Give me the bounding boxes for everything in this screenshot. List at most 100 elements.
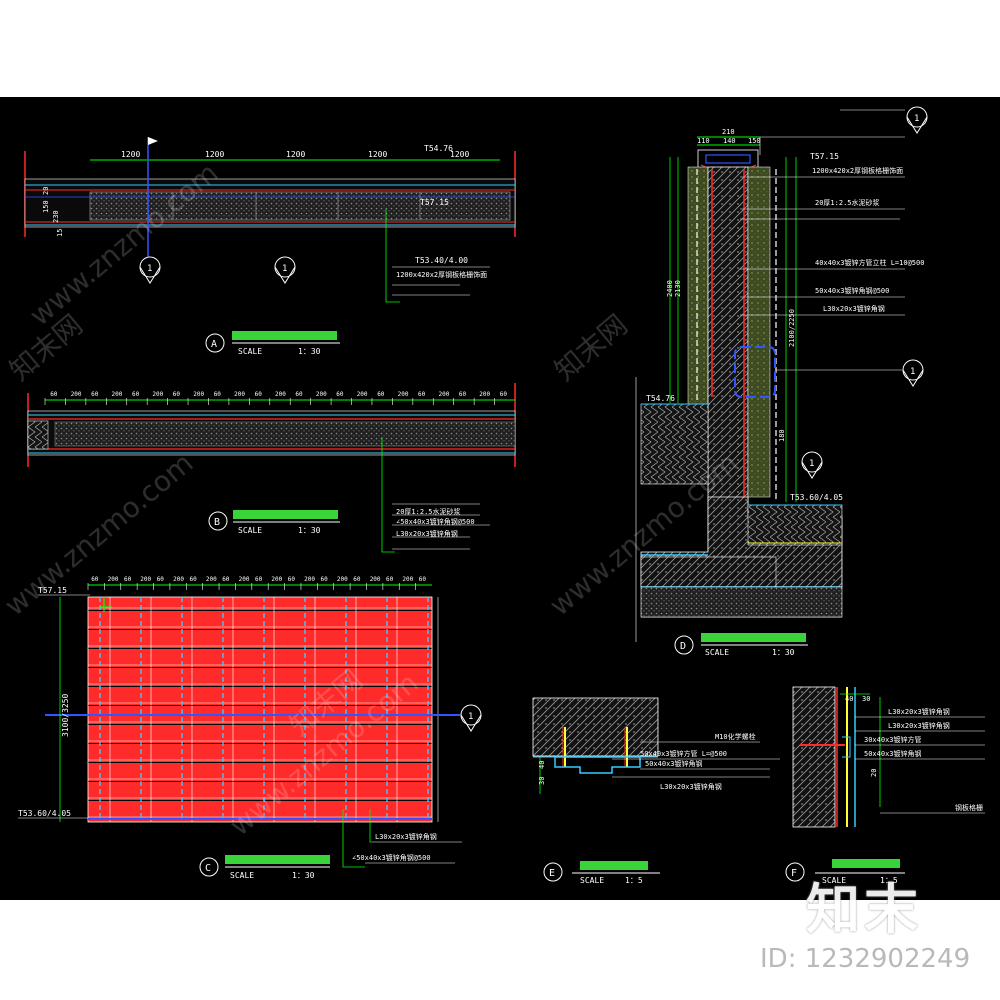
svg-text:www.znzmo.com: www.znzmo.com <box>0 446 199 622</box>
svg-text:1: 1 <box>147 264 152 274</box>
svg-text:B: B <box>214 517 220 528</box>
title-block-c: C SCALE 1：30 <box>199 855 330 880</box>
elevation-c-dim-11: 60 <box>255 576 263 583</box>
section-callout-icon: 1 <box>906 106 928 134</box>
svg-text:1: 1 <box>809 459 814 469</box>
svg-text:1: 1 <box>468 712 473 722</box>
elevation-c-height: 3100/3250 <box>61 693 70 737</box>
section-d-note-3: 40x40x3镀锌方管立柱 L=10@500 <box>815 258 924 267</box>
svg-text:C: C <box>205 863 211 874</box>
section-d-height-1: 2400 <box>666 280 674 297</box>
detail-e: 30 40 M10化学螺栓 50x40x3镀锌方管 L=@500 50x40x3… <box>532 697 780 885</box>
section-d-note-5: L30x20x3镀锌角钢 <box>823 304 885 313</box>
detail-e-note-2: 50x40x3镀锌方管 L=@500 <box>640 749 727 758</box>
elevation-c-dim-12: 200 <box>271 576 282 583</box>
svg-text:1：30: 1：30 <box>772 648 795 657</box>
cad-drawing: 1200 1200 1200 1200 1200 T54.76 20 150 2… <box>0 106 985 885</box>
section-b-dim-23: 60 <box>500 391 508 398</box>
detail-e-note-1: M10化学螺栓 <box>715 732 756 741</box>
detail-f-dim-1: 40 <box>845 695 853 703</box>
detail-f-dim-3: 20 <box>870 769 878 777</box>
section-d-top-dim-2: 110 <box>697 137 710 145</box>
svg-text:SCALE: SCALE <box>705 648 729 657</box>
section-b-dim-12: 200 <box>275 391 286 398</box>
detail-f-dim-2: 30 <box>862 695 870 703</box>
title-block-a: A SCALE 1：30 <box>205 331 340 356</box>
plan-a-side-dim-1: 20 <box>42 187 50 195</box>
elevation-c-dim-9: 60 <box>222 576 230 583</box>
section-d-elev-left: T54.76 <box>646 394 675 403</box>
svg-text:SCALE: SCALE <box>238 526 262 535</box>
section-d-top-dim-1: 210 <box>722 128 735 136</box>
section-d-note-1: 1200x420x2厚钢板格栅饰面 <box>812 166 903 175</box>
plan-a-elev-bottom: T53.40/4.00 <box>415 256 468 265</box>
section-callout-icon: 1 <box>902 359 924 387</box>
section-d-top-dim-4: 150 <box>748 137 761 145</box>
svg-text:知末网: 知末网 <box>548 308 634 387</box>
elevation-c-dim-4: 200 <box>140 576 151 583</box>
section-b-dim-5: 60 <box>132 391 140 398</box>
plan-a-dim-2: 1200 <box>205 150 224 159</box>
section-b-dim-4: 200 <box>112 391 123 398</box>
detail-f-note-3: 30x40x3镀锌方管 <box>864 735 922 744</box>
section-d-elev-top: T57.15 <box>810 152 839 161</box>
svg-text:1：5: 1：5 <box>625 876 643 885</box>
section-d-height-2: 2130 <box>674 280 682 297</box>
section-b-dim-3: 60 <box>91 391 99 398</box>
elevation-c-dim-13: 60 <box>288 576 296 583</box>
svg-text:SCALE: SCALE <box>230 871 254 880</box>
title-block-f: F SCALE 1：5 <box>785 859 905 885</box>
svg-text:1: 1 <box>914 114 919 124</box>
section-b-dim-19: 60 <box>418 391 426 398</box>
svg-text:E: E <box>549 868 555 879</box>
section-b-dim-2: 200 <box>71 391 82 398</box>
section-d-elev-right: T53.60/4.05 <box>790 493 843 502</box>
detail-e-dim-2: 40 <box>538 761 546 769</box>
section-callout-icon: 1 <box>460 704 482 732</box>
elevation-c-dim-10: 200 <box>239 576 250 583</box>
section-d-height-3: 2100/2250 <box>788 309 796 347</box>
section-b-dim-15: 60 <box>336 391 344 398</box>
section-b-dim-10: 200 <box>234 391 245 398</box>
svg-text:1: 1 <box>282 264 287 274</box>
section-b-dim-1: 60 <box>50 391 58 398</box>
svg-text:SCALE: SCALE <box>822 876 846 885</box>
svg-text:D: D <box>680 641 686 652</box>
elevation-c-dim-3: 60 <box>124 576 132 583</box>
detail-e-note-3: 50x40x3镀锌角钢 <box>645 759 703 768</box>
plan-a-dim-4: 1200 <box>368 150 387 159</box>
plan-a-note: 1200x420x2厚钢板格栅饰面 <box>396 270 487 279</box>
section-b-dim-14: 200 <box>316 391 327 398</box>
section-b-dim-18: 200 <box>398 391 409 398</box>
svg-text:SCALE: SCALE <box>580 876 604 885</box>
plan-a-side-dim-3: 230 <box>52 210 60 223</box>
section-callout-icon: 1 <box>801 451 823 479</box>
section-d-top-dim-3: 140 <box>723 137 736 145</box>
plan-a: 1200 1200 1200 1200 1200 T54.76 20 150 2… <box>24 137 516 356</box>
elevation-c-dim-16: 200 <box>337 576 348 583</box>
section-b-dim-17: 60 <box>377 391 385 398</box>
title-block-e: E SCALE 1：5 <box>543 861 660 885</box>
section-b-note-1: 20厚1:2.5水泥砂浆 <box>396 507 461 516</box>
detail-e-note-4: L30x20x3镀锌角钢 <box>660 782 722 791</box>
detail-f-note-5: 钢板格栅 <box>955 803 983 812</box>
title-block-d: D SCALE 1：30 <box>674 633 808 657</box>
section-b-dim-11: 60 <box>255 391 263 398</box>
section-b-dim-7: 60 <box>173 391 181 398</box>
elevation-c-dim-20: 200 <box>402 576 413 583</box>
plan-a-dim-3: 1200 <box>286 150 305 159</box>
elevation-c-dim-21: 60 <box>419 576 427 583</box>
elevation-c-dim-19: 60 <box>386 576 394 583</box>
svg-text:1：30: 1：30 <box>298 526 321 535</box>
svg-text:F: F <box>791 868 797 879</box>
section-d-note-2: 20厚1:2.5水泥砂浆 <box>815 198 880 207</box>
elevation-c-dim-17: 60 <box>353 576 361 583</box>
elevation-c-dim-15: 60 <box>321 576 329 583</box>
section-b-dim-6: 200 <box>152 391 163 398</box>
detail-e-dim-1: 30 <box>538 777 546 785</box>
watermark-id: ID: 1232902249 <box>760 944 971 974</box>
elevation-c-dim-8: 200 <box>206 576 217 583</box>
plan-a-elev-top: T54.76 <box>424 144 453 153</box>
section-b-note-2: ∠50x40x3镀锌角钢@500 <box>396 517 475 526</box>
section-b-dim-16: 200 <box>357 391 368 398</box>
